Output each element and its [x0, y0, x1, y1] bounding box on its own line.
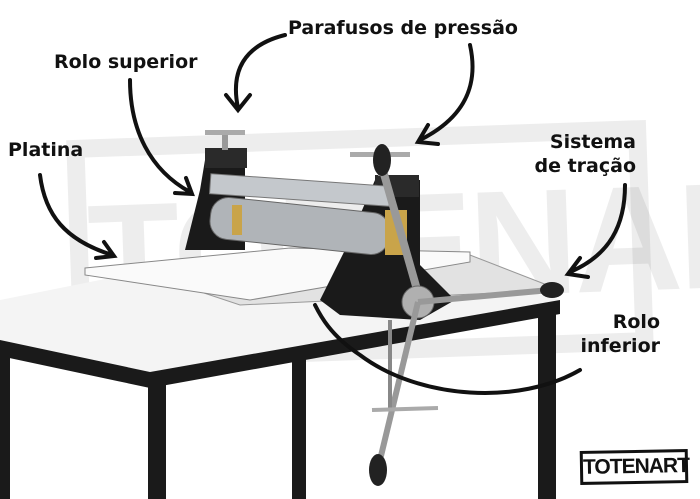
table-leg	[292, 355, 306, 499]
crank-grip	[369, 454, 387, 486]
brand-logo: TOTENART	[579, 449, 689, 485]
label-bottom-roller-line1: Rolo	[612, 311, 660, 333]
arrow-drive-system	[564, 183, 627, 279]
table-leg	[148, 380, 166, 499]
arrow-platen	[38, 173, 118, 260]
table-leg	[0, 345, 10, 499]
label-drive-system-line2: de tração	[534, 155, 636, 177]
arrow-top-roller	[128, 78, 195, 197]
label-platen: Platina	[8, 139, 84, 161]
label-pressure-screws: Parafusos de pressão	[288, 17, 518, 39]
left-screw-block	[205, 148, 247, 168]
table-side-edge	[150, 300, 560, 388]
arrow-pressure-screws-left	[224, 33, 287, 114]
arrow-bottom-roller	[313, 303, 582, 395]
label-drive-system-line1: Sistema	[549, 131, 636, 153]
table-leg	[538, 305, 556, 499]
crank-lever	[376, 158, 424, 302]
crank-arm	[417, 287, 551, 305]
crank-grip	[540, 282, 564, 298]
table-front-edge	[0, 340, 150, 388]
label-drive-system: Sistema de tração	[534, 130, 636, 178]
crank-arm	[377, 301, 421, 461]
brass-gear	[232, 205, 242, 235]
crank-knob	[373, 144, 391, 176]
label-bottom-roller: Rolo inferior	[581, 310, 661, 358]
pressure-screw	[222, 132, 228, 150]
arrow-pressure-screws-right	[414, 43, 475, 146]
label-top-roller: Rolo superior	[54, 51, 198, 73]
label-bottom-roller-line2: inferior	[580, 335, 661, 357]
clamp-handle	[371, 406, 439, 412]
screw-handle	[205, 130, 245, 135]
